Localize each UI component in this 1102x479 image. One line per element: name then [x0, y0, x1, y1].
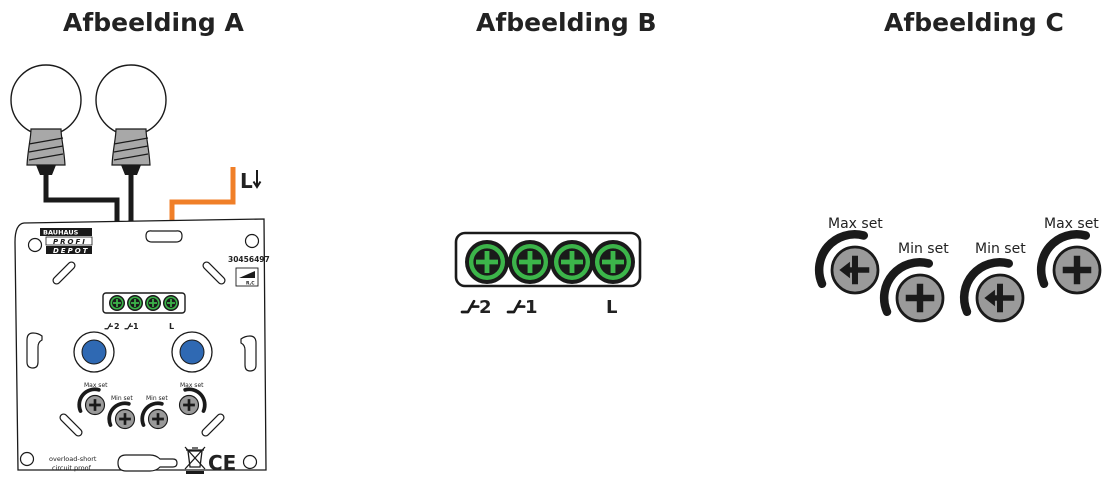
- footer-overload-line-2: circuit proof: [52, 464, 92, 472]
- terminal-screw-b-1-icon: [465, 240, 509, 284]
- footer-overload-line-1: overload-short: [49, 455, 97, 463]
- brand-logo: BAUHAUS PROFI DEPOT: [40, 228, 93, 255]
- mount-hole-top-right: [244, 233, 260, 249]
- blue-knob-right: [171, 331, 213, 373]
- weee-bin-icon: [184, 446, 206, 474]
- min-set-knob-left: [884, 262, 943, 321]
- min-set-screw-right-icon: [149, 410, 168, 429]
- rc-load-symbol: R,C: [235, 267, 259, 287]
- brand-logo-line-3: DEPOT: [53, 247, 89, 255]
- terminal-labels-b: 2 1 L: [460, 297, 617, 318]
- lamp-1: [10, 64, 82, 175]
- min-set-knob-right: [964, 262, 1023, 321]
- svg-text:1: 1: [133, 322, 139, 331]
- blue-knob-left: [73, 331, 115, 373]
- mount-hole-top-left: [27, 237, 43, 253]
- adjustment-screws-a: Max set Min set Min set Max set: [77, 382, 207, 429]
- svg-text:1: 1: [525, 297, 538, 318]
- svg-text:Min set: Min set: [146, 395, 168, 402]
- min-set-knob-right-icon: [977, 275, 1023, 321]
- terminal-screw-b-3-icon: [550, 240, 594, 284]
- title-figure-c: Afbeelding C: [884, 8, 1064, 37]
- svg-text:Min set: Min set: [111, 395, 133, 402]
- top-keyhole-slot: [145, 230, 183, 243]
- mount-hole-bottom-left: [19, 451, 35, 467]
- svg-text:2: 2: [479, 297, 492, 318]
- figure-a: L BAUHAUS PROFI: [10, 64, 270, 475]
- terminal-block-a: [102, 292, 186, 314]
- phase-line-label: L: [240, 169, 253, 193]
- svg-text:2: 2: [114, 322, 120, 331]
- bottom-keyhole-slot: [117, 454, 178, 472]
- switched-phase-icon: [460, 299, 480, 314]
- title-figure-a: Afbeelding A: [63, 8, 244, 37]
- figure-c: Max set Min set Min set Max set: [819, 216, 1100, 321]
- svg-text:Max set: Max set: [84, 382, 108, 389]
- phase-arrow-icon: [252, 170, 262, 189]
- figure-b: 2 1 L: [454, 231, 642, 318]
- svg-text:Max set: Max set: [180, 382, 204, 389]
- svg-text:L: L: [606, 297, 617, 318]
- mount-hole-bottom-right: [242, 454, 258, 470]
- article-number: 30456497: [228, 255, 270, 264]
- max-set-screw-left-icon: [86, 396, 105, 415]
- ce-mark: CE: [208, 451, 236, 475]
- max-set-label-right: Max set: [1044, 216, 1099, 232]
- terminal-screw-b-4-icon: [591, 240, 635, 284]
- svg-text:L: L: [169, 322, 174, 331]
- min-set-screw-left-icon: [116, 410, 135, 429]
- max-set-knob-left-icon: [832, 247, 878, 293]
- max-set-knob-left: [819, 234, 878, 293]
- min-set-label-left: Min set: [898, 241, 949, 257]
- diagonal-slots: [52, 261, 226, 437]
- title-figure-b: Afbeelding B: [476, 8, 657, 37]
- max-set-screw-right-icon: [180, 396, 199, 415]
- switched-phase-icon: [506, 299, 526, 314]
- lamp-2: [95, 64, 167, 175]
- max-set-label-left: Max set: [828, 216, 883, 232]
- brand-logo-line-1: BAUHAUS: [43, 229, 79, 237]
- terminal-screw-b-2-icon: [508, 240, 552, 284]
- max-set-knob-right: [1041, 234, 1100, 293]
- min-set-screw-left-icon: [897, 275, 943, 321]
- svg-text:R,C: R,C: [246, 281, 255, 287]
- max-set-screw-right-icon: [1054, 247, 1100, 293]
- terminal-labels-a: 2 1 L: [104, 322, 174, 331]
- brand-logo-line-2: PROFI: [53, 238, 87, 246]
- side-slots: [26, 332, 257, 372]
- min-set-label-right: Min set: [975, 241, 1026, 257]
